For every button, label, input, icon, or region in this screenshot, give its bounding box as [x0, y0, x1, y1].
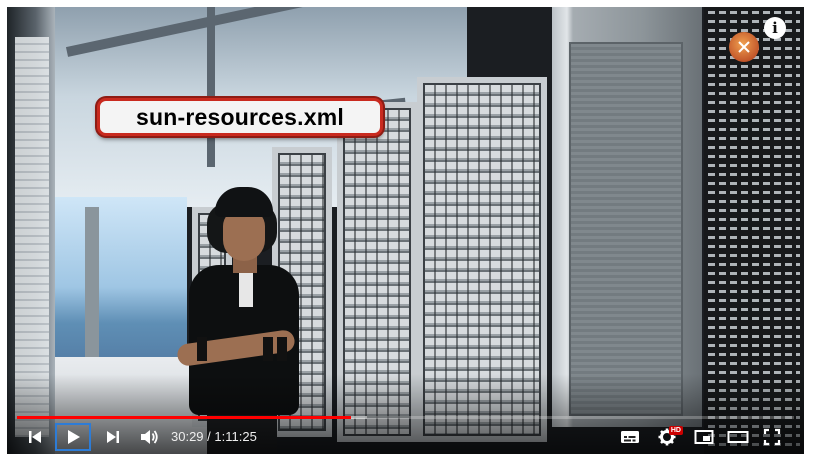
window-post — [85, 207, 99, 357]
control-bar: 30:29 / 1:11:25 HD — [7, 423, 804, 451]
caption-sign: sun-resources.xml — [97, 98, 383, 136]
miniplayer-icon — [694, 430, 714, 444]
progress-bar[interactable] — [17, 416, 794, 419]
skip-previous-icon — [29, 431, 41, 443]
channel-logo-icon[interactable] — [729, 32, 759, 62]
previous-button[interactable] — [21, 423, 49, 451]
background-window — [47, 197, 187, 377]
left-server-rack — [15, 37, 49, 437]
next-button[interactable] — [99, 423, 127, 451]
settings-button[interactable]: HD — [653, 423, 683, 451]
duration: 1:11:25 — [214, 429, 257, 444]
video-player[interactable]: sun-resources.xml i 30:29 / 1:11:25 — [7, 7, 804, 454]
volume-button[interactable] — [135, 423, 163, 451]
skip-next-icon — [107, 431, 119, 443]
current-time: 30:29 — [171, 429, 204, 444]
progress-played — [17, 416, 352, 419]
time-display: 30:29 / 1:11:25 — [171, 423, 257, 451]
play-icon — [68, 430, 80, 444]
miniplayer-button[interactable] — [691, 423, 717, 451]
fullscreen-button[interactable] — [759, 423, 785, 451]
time-separator: / — [207, 429, 211, 444]
volume-icon — [141, 430, 158, 444]
fullscreen-icon — [763, 428, 781, 446]
theater-mode-icon — [727, 431, 749, 443]
theater-mode-button[interactable] — [725, 423, 751, 451]
subtitles-icon — [621, 431, 639, 443]
play-button[interactable] — [55, 423, 91, 451]
subtitles-button[interactable] — [617, 423, 643, 451]
info-icon[interactable]: i — [764, 17, 786, 39]
gear-icon — [658, 428, 676, 446]
hd-badge: HD — [668, 426, 683, 435]
rack-door-panel — [569, 42, 683, 416]
ceiling-beam — [207, 7, 215, 167]
